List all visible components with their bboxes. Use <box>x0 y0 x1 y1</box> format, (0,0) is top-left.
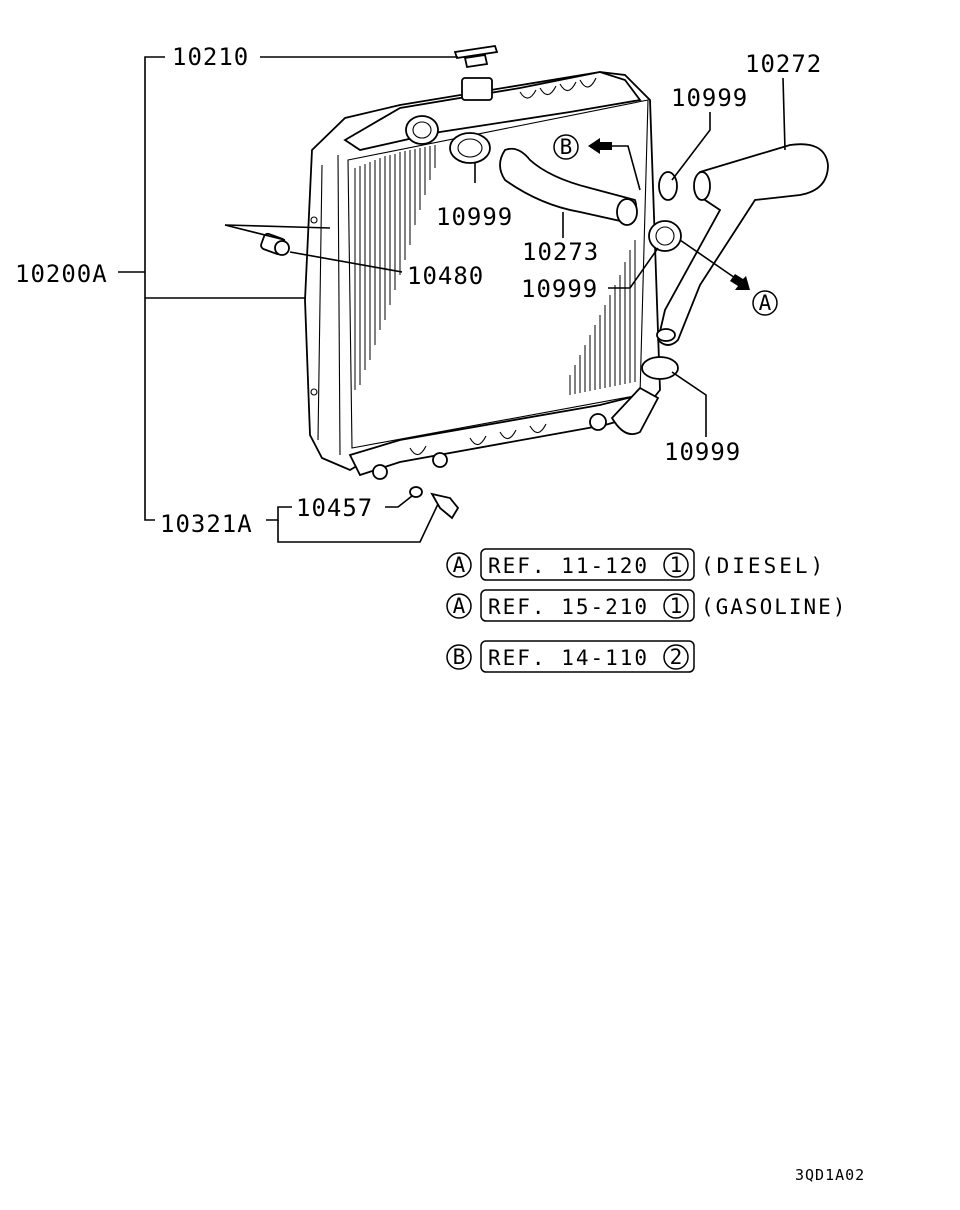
ref-2-code: REF. 15-210 <box>488 595 649 619</box>
ref-2-note: (GASOLINE) <box>701 595 847 619</box>
ref-3-page: 2 <box>670 645 683 669</box>
callout-a-marker: A <box>752 290 778 316</box>
callout-arrow-a <box>679 239 750 290</box>
ref-1-marker: A <box>453 553 466 577</box>
reference-row-2: A REF. 15-210 1 (GASOLINE) <box>446 589 847 622</box>
figure-code: 3QD1A02 <box>795 1166 865 1184</box>
label-radiator: 10200A <box>15 260 108 288</box>
label-gasket: 10457 <box>296 494 373 522</box>
ref-2-page: 1 <box>670 594 683 618</box>
label-upper-hose: 10273 <box>522 238 599 266</box>
radiator-bracket <box>260 232 290 256</box>
ref-2-marker: A <box>453 594 466 618</box>
lower-hose <box>656 143 829 346</box>
ref-3-marker: B <box>453 645 466 669</box>
callout-b-marker: B <box>553 134 579 160</box>
label-clamp-middle: 10999 <box>521 275 598 303</box>
label-clamp-lower: 10999 <box>664 438 741 466</box>
callout-a-letter: A <box>759 291 772 315</box>
label-bracket: 10480 <box>407 262 484 290</box>
label-drain-plug-set: 10321A <box>160 510 253 538</box>
label-cap: 10210 <box>172 43 249 71</box>
hose-clamp-lower <box>641 356 679 380</box>
ref-1-page: 1 <box>670 553 683 577</box>
ref-1-note: (DIESEL) <box>701 554 826 578</box>
ref-1-code: REF. 11-120 <box>488 554 649 578</box>
hose-clamp-upper-left <box>449 132 491 164</box>
leader-lines <box>118 56 786 543</box>
ref-3-code: REF. 14-110 <box>488 646 649 670</box>
label-lower-hose: 10272 <box>745 50 822 78</box>
label-clamp-upper-right: 10999 <box>671 84 748 112</box>
part-labels: 10210 10200A 10480 10999 10273 10999 102… <box>15 43 822 538</box>
reference-row-1: A REF. 11-120 1 (DIESEL) <box>446 548 826 581</box>
reference-row-3: B REF. 14-110 2 <box>446 640 695 673</box>
label-clamp-upper-left: 10999 <box>436 203 513 231</box>
callout-arrow-b <box>588 138 641 191</box>
drain-cock <box>430 492 460 520</box>
gasket <box>409 486 423 498</box>
upper-hose <box>499 147 638 226</box>
callout-b-letter: B <box>560 135 573 159</box>
radiator-cap <box>453 44 499 69</box>
hose-clamp-middle <box>648 220 682 252</box>
radiator-illustration <box>304 71 661 480</box>
